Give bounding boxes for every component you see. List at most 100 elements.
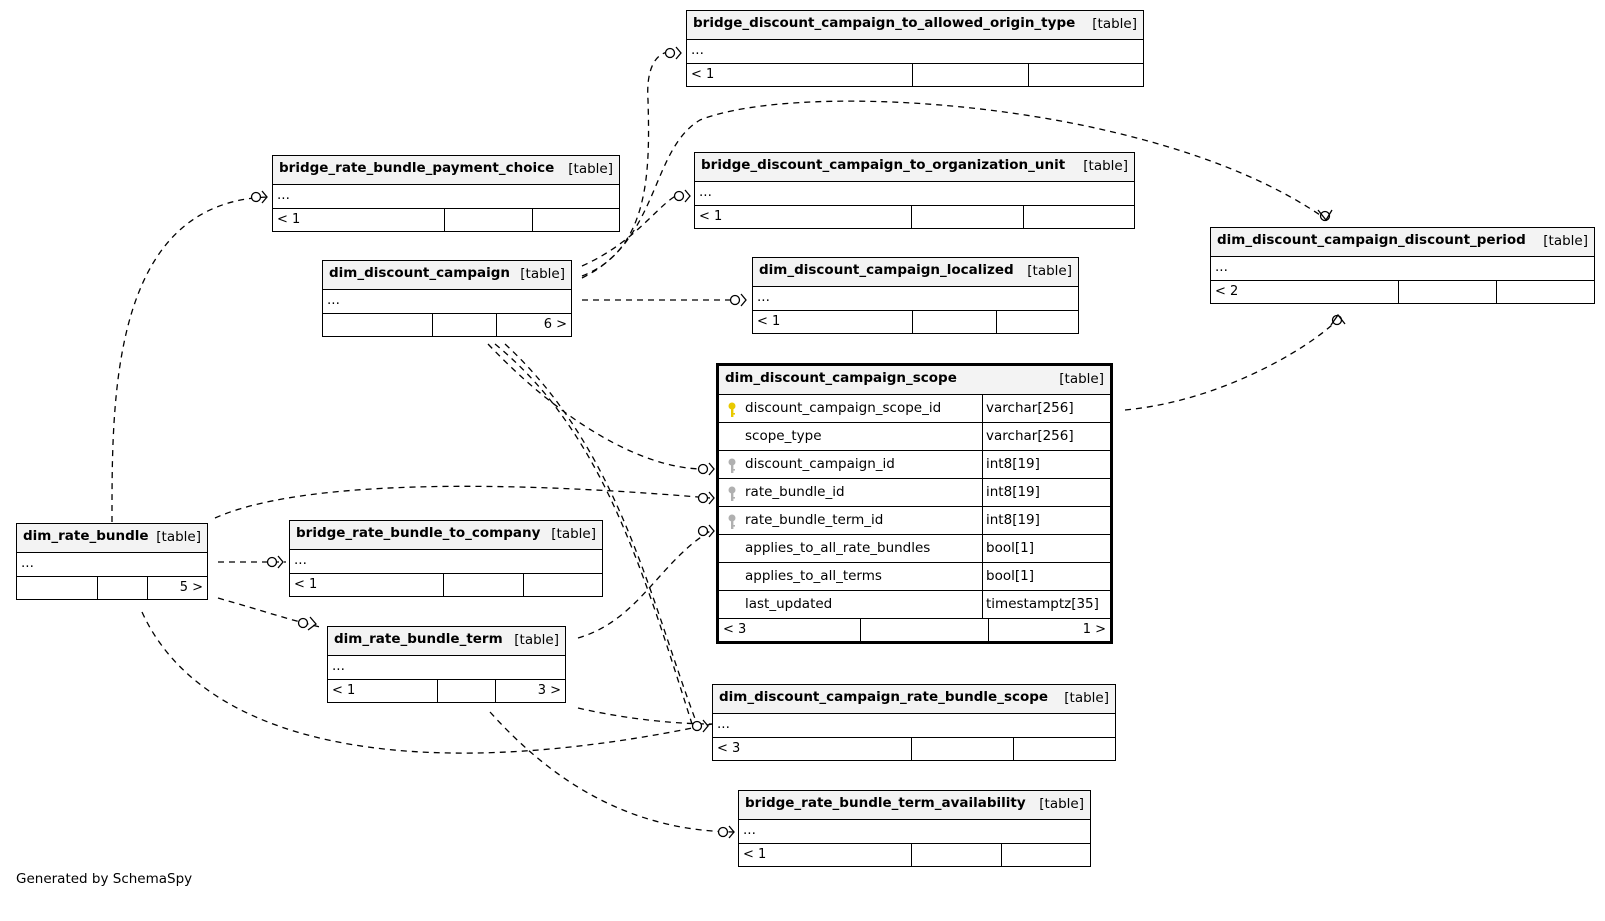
table-discount-campaign-scope[interactable]: dim_discount_campaign_scope[table] disco… (716, 363, 1113, 644)
table-name: bridge_rate_bundle_to_company (296, 525, 541, 541)
rel-campaign-scope (487, 343, 703, 470)
table-name: dim_discount_campaign_discount_period (1217, 232, 1526, 248)
crowfoot-term-availability (717, 826, 729, 838)
table-kind: [table] (1039, 796, 1084, 812)
column-row[interactable]: discount_campaign_id int8[19] (719, 451, 1110, 479)
table-name: bridge_rate_bundle_payment_choice (279, 160, 555, 176)
column-name: scope_type (719, 423, 983, 450)
column-type: varchar[256] (986, 400, 1074, 416)
parents-count: < 3 (719, 619, 861, 641)
crowfoot-scope-campaign (697, 463, 709, 475)
crowfoot-to-company (266, 556, 278, 568)
table-kind: [table] (1543, 233, 1588, 249)
column-list: discount_campaign_scope_id varchar[256] sc… (719, 395, 1110, 619)
crowfoot-allowed-origin (664, 47, 676, 59)
table-name: dim_discount_campaign_rate_bundle_scope (719, 689, 1049, 705)
column-name-text: discount_campaign_id (745, 456, 895, 472)
column-name: rate_bundle_term_id (719, 507, 983, 534)
parents-count: < 1 (273, 209, 445, 231)
rel-campaign-org-unit (581, 192, 683, 267)
table-kind: [table] (1059, 371, 1104, 387)
collapsed-columns: ... (687, 40, 1143, 64)
column-name: applies_to_all_terms (719, 563, 983, 590)
rel-term-availability (489, 711, 739, 833)
table-kind: [table] (551, 526, 596, 542)
parents-count: < 1 (695, 206, 912, 228)
table-name: dim_discount_campaign (329, 265, 510, 281)
table-name: bridge_discount_campaign_to_organization… (701, 157, 1066, 173)
column-row[interactable]: discount_campaign_scope_id varchar[256] (719, 395, 1110, 423)
table-localized[interactable]: dim_discount_campaign_localized[table] .… (752, 257, 1079, 334)
column-type: bool[1] (986, 568, 1034, 584)
collapsed-columns: ... (739, 820, 1090, 844)
parents-count: < 1 (687, 64, 913, 86)
table-name: bridge_discount_campaign_to_allowed_orig… (693, 15, 1076, 31)
parents-count (17, 577, 98, 599)
column-type: bool[1] (986, 540, 1034, 556)
column-name: rate_bundle_id (719, 479, 983, 506)
table-org-unit[interactable]: bridge_discount_campaign_to_organization… (694, 152, 1135, 229)
foreign-key-icon (728, 458, 736, 473)
table-payment-choice[interactable]: bridge_rate_bundle_payment_choice [table]… (272, 155, 620, 232)
rel-bundle-scope (214, 485, 711, 519)
table-kind: [table] (568, 161, 613, 177)
column-row[interactable]: applies_to_all_terms bool[1] (719, 563, 1110, 591)
rel-bundle-term (217, 597, 321, 628)
rel-campaign-discount-period (581, 100, 1321, 279)
collapsed-columns: ... (1211, 257, 1594, 281)
table-name: dim_rate_bundle_term (334, 631, 503, 647)
column-row[interactable]: rate_bundle_id int8[19] (719, 479, 1110, 507)
children-count (1029, 64, 1143, 86)
collapsed-columns: ... (713, 714, 1115, 738)
parents-count: < 1 (753, 311, 913, 333)
column-name-text: discount_campaign_scope_id (745, 400, 942, 416)
column-name-text: applies_to_all_terms (745, 568, 882, 584)
children-count: 3 > (537, 683, 561, 698)
column-row[interactable]: last_updated timestamptz[35] (719, 591, 1110, 619)
table-term-availability[interactable]: bridge_rate_bundle_term_availability[tab… (738, 790, 1091, 867)
children-count (524, 574, 602, 596)
children-count (1024, 206, 1134, 228)
column-name-text: last_updated (745, 596, 833, 612)
crowfoot-scope-term (697, 525, 709, 537)
column-name-text: rate_bundle_id (745, 484, 845, 500)
children-count: 6 > (543, 317, 567, 332)
table-kind: [table] (1027, 263, 1072, 279)
rel-scope-discount-period (1124, 317, 1340, 411)
rel-bundle-rb-scope (141, 611, 713, 754)
table-kind: [table] (514, 632, 559, 648)
table-kind: [table] (520, 266, 565, 282)
crowfoot-scope-bundle (697, 492, 709, 504)
column-type: timestamptz[35] (986, 596, 1099, 612)
table-to-company[interactable]: bridge_rate_bundle_to_company [table] ...… (289, 520, 603, 597)
parents-count: < 1 (290, 574, 444, 596)
collapsed-columns: ... (328, 656, 565, 680)
collapsed-columns: ... (273, 185, 619, 209)
table-kind: [table] (1083, 158, 1128, 174)
parents-count: < 2 (1211, 281, 1399, 303)
table-discount-campaign[interactable]: dim_discount_campaign [table] ... 6 > (322, 260, 572, 337)
table-kind: [table] (1064, 690, 1109, 706)
column-type: int8[19] (986, 484, 1040, 500)
collapsed-columns: ... (17, 553, 207, 577)
collapsed-columns: ... (323, 290, 571, 314)
parents-count: < 3 (713, 738, 912, 760)
table-discount-period[interactable]: dim_discount_campaign_discount_period [ta… (1210, 227, 1595, 304)
children-count: 5 > (179, 580, 203, 595)
table-allowed-origin[interactable]: bridge_discount_campaign_to_allowed_orig… (686, 10, 1144, 87)
column-type: int8[19] (986, 456, 1040, 472)
table-rate-bundle[interactable]: dim_rate_bundle[table] ... 5 > (16, 523, 208, 600)
column-name-text: rate_bundle_term_id (745, 512, 884, 528)
rel-campaign-rb-scope-a (494, 343, 693, 725)
collapsed-columns: ... (753, 287, 1078, 311)
table-rate-bundle-scope[interactable]: dim_discount_campaign_rate_bundle_scope [… (712, 684, 1116, 761)
collapsed-columns: ... (290, 550, 602, 574)
crowfoot-org-unit (673, 190, 685, 202)
crowfoot-payment-choice (250, 191, 262, 203)
column-name-text: scope_type (745, 428, 822, 444)
children-count (533, 209, 619, 231)
